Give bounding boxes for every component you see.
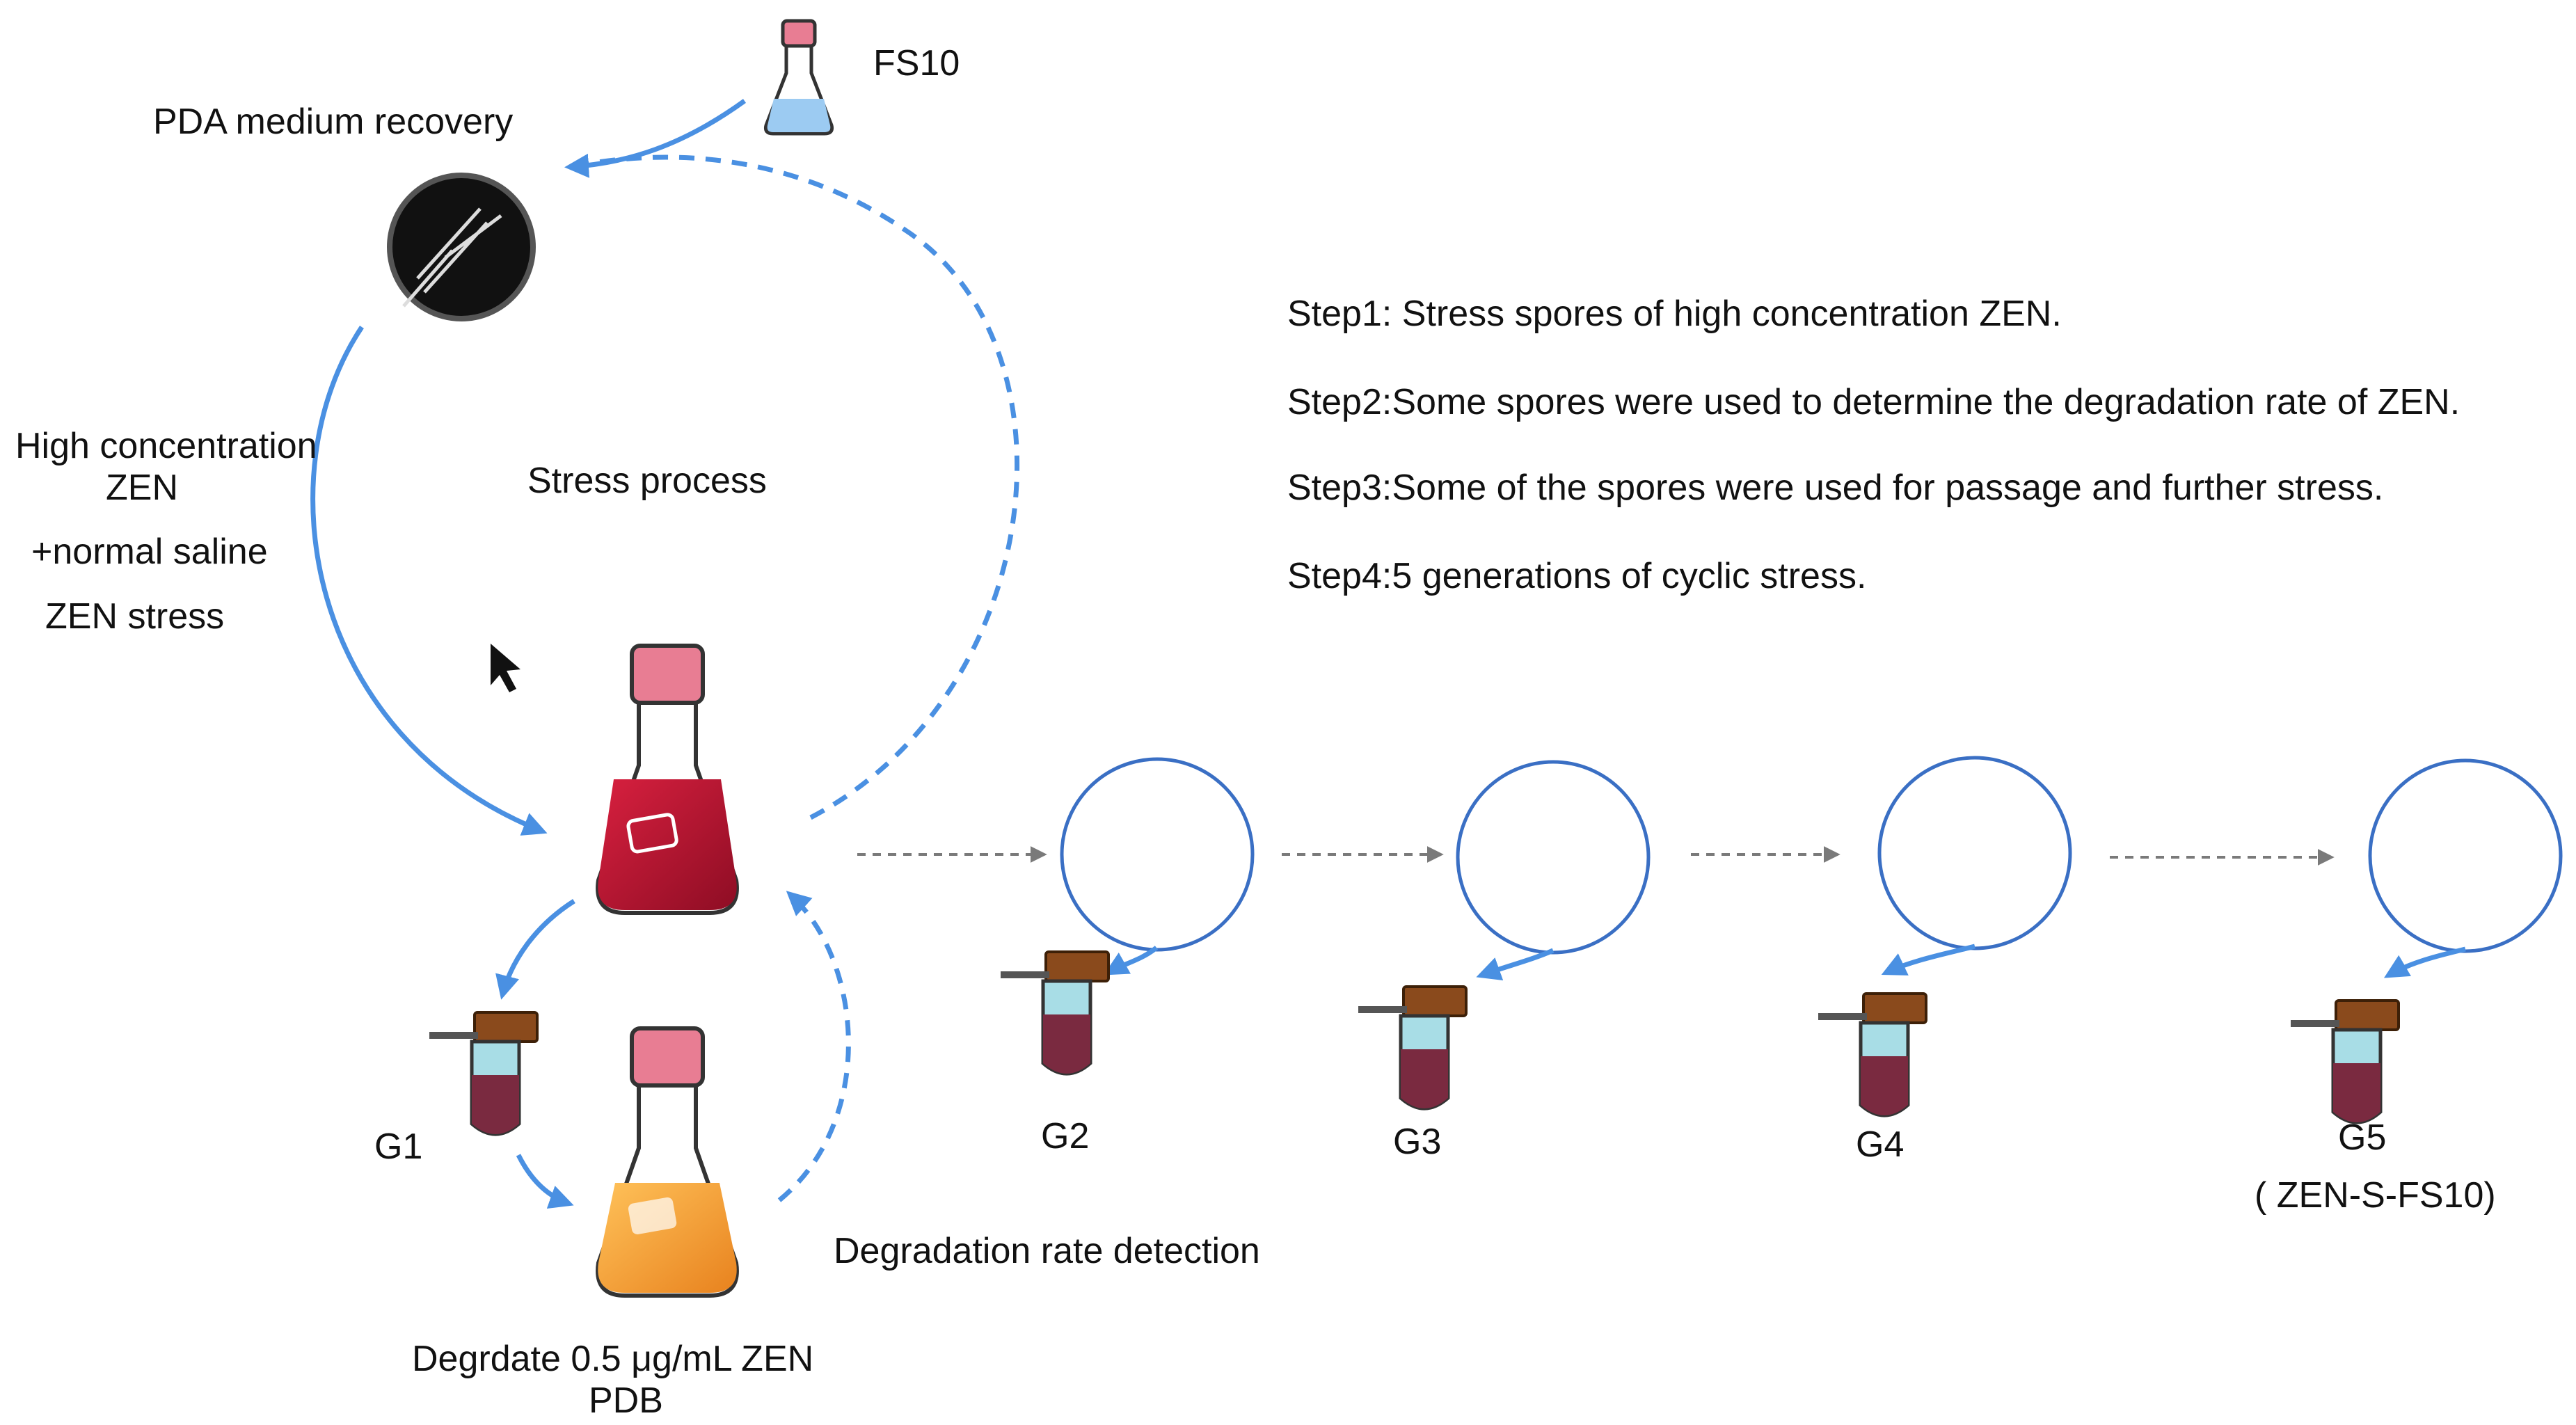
petri-dish-icon bbox=[387, 173, 536, 321]
arrow-g2-circle-to-tube bbox=[1103, 946, 1159, 976]
red-stress-flask-icon bbox=[596, 644, 739, 915]
final-strain-label: ( ZEN-S-FS10) bbox=[2255, 1175, 2496, 1216]
stress-process-label: Stress process bbox=[527, 461, 767, 501]
stress-process-arc bbox=[577, 154, 1020, 820]
arrow-flask-to-g1 bbox=[495, 899, 575, 1000]
g4-tube-icon bbox=[1818, 994, 1926, 1115]
g4-label: G4 bbox=[1856, 1124, 1904, 1165]
stress-condition-line2: ZEN bbox=[106, 468, 178, 508]
g1-label: G1 bbox=[374, 1127, 422, 1167]
step-2-text: Step2:Some spores were used to determine… bbox=[1287, 382, 2460, 422]
arrow-dish-to-flask bbox=[310, 326, 548, 836]
stress-condition-line3: +normal saline bbox=[31, 532, 268, 572]
g4-circle bbox=[1877, 756, 2072, 950]
g5-circle bbox=[2368, 758, 2563, 953]
arrow-g3-circle-to-tube bbox=[1476, 948, 1555, 981]
step-1-text: Step1: Stress spores of high concentrati… bbox=[1287, 294, 2062, 334]
degradation-feedback-arc bbox=[777, 891, 851, 1202]
g2-tube-icon bbox=[1001, 952, 1108, 1074]
g2-circle bbox=[1060, 757, 1255, 952]
arrow-g5-circle-to-tube bbox=[2383, 946, 2466, 978]
g3-label: G3 bbox=[1393, 1122, 1441, 1162]
g5-tube-icon bbox=[2291, 1001, 2399, 1122]
fs10-label: FS10 bbox=[873, 43, 960, 83]
g3-circle bbox=[1456, 760, 1651, 955]
stress-condition-line4: ZEN stress bbox=[45, 596, 224, 637]
fs10-flask-icon bbox=[764, 19, 834, 136]
mouse-cursor-icon bbox=[491, 644, 520, 692]
g5-label: G5 bbox=[2338, 1117, 2386, 1158]
arrow-g4-circle-to-tube bbox=[1881, 944, 1975, 976]
arrow-g1-to-orange-flask bbox=[516, 1154, 574, 1209]
recovery-label: PDA medium recovery bbox=[153, 102, 513, 142]
degradation-label: Degradation rate detection bbox=[834, 1231, 1260, 1271]
step-4-text: Step4:5 generations of cyclic stress. bbox=[1287, 556, 1866, 596]
g3-tube-icon bbox=[1358, 987, 1466, 1108]
stress-condition-line1: High concentration bbox=[15, 426, 317, 466]
degrade-medium-line1: Degrdate 0.5 μg/mL ZEN bbox=[412, 1339, 813, 1379]
degrade-medium-line2: PDB bbox=[589, 1380, 663, 1421]
orange-degradation-flask-icon bbox=[596, 1026, 739, 1298]
step-3-text: Step3:Some of the spores were used for p… bbox=[1287, 468, 2383, 508]
g2-label: G2 bbox=[1041, 1116, 1089, 1156]
arrow-fs10-to-dish bbox=[564, 99, 747, 178]
g1-tube-icon bbox=[429, 1012, 537, 1134]
